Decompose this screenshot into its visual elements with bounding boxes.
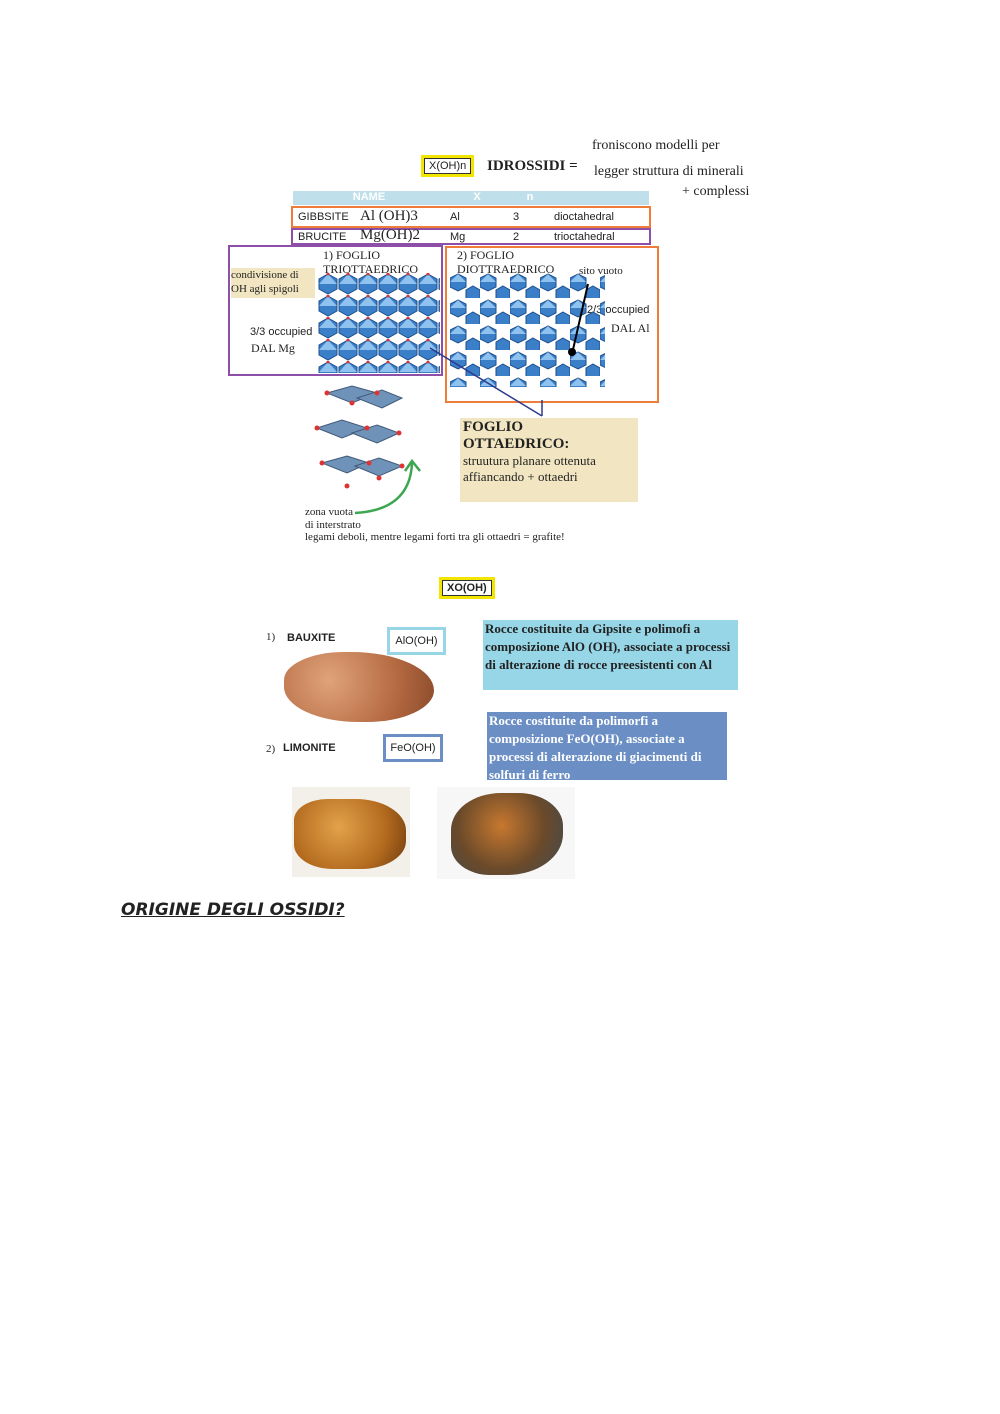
- sheet2-title-1: 2) FOGLIO: [457, 248, 514, 262]
- trioctahedral-sheet-box: [228, 245, 443, 376]
- table-row-brucite: [291, 228, 651, 245]
- brucite-type: trioctahedral: [554, 231, 615, 243]
- limonite-name: LIMONITE: [283, 742, 336, 754]
- octa-title2: OTTAEDRICO:: [463, 436, 570, 452]
- trioctahedral-structure-image: [318, 273, 440, 373]
- interlayer-line2: di interstrato: [305, 519, 361, 531]
- sheet1-occ-2: DAL Mg: [251, 341, 295, 355]
- interlayer-line3: legami deboli, mentre legami forti tra g…: [305, 531, 565, 543]
- octahedral-sheet-note: FOGLIO OTTAEDRICO: struutura planare ott…: [460, 418, 638, 502]
- sheet1-note: condivisione di OH agli spigoli: [231, 268, 315, 298]
- gibbsite-x: Al: [450, 211, 460, 223]
- note-right-1: froniscono modelli per: [592, 138, 720, 153]
- table-header: NAME X n: [293, 191, 649, 205]
- hydroxide-formula-box: X(OH)n: [421, 155, 475, 177]
- interlayer-line1: zona vuota: [305, 506, 353, 518]
- oxyhydroxide-formula: XO(OH): [442, 580, 492, 596]
- gibbsite-type: dioctahedral: [554, 211, 614, 223]
- sheet1-note-line2: OH agli spigoli: [231, 283, 299, 295]
- gibbsite-name: GIBBSITE: [298, 211, 349, 223]
- limonite-rock-image-2: [437, 787, 575, 879]
- oxyhydroxide-formula-box: XO(OH): [439, 577, 495, 599]
- sheet1-note-line1: condivisione di: [231, 269, 299, 281]
- limonite-formula: FeO(OH): [383, 734, 443, 762]
- dioctahedral-structure-image: [450, 272, 605, 387]
- col-n: n: [526, 191, 534, 203]
- sheet1-title-1: 1) FOGLIO: [323, 248, 380, 262]
- note-right-3: + complessi: [682, 184, 750, 199]
- col-x: X: [473, 191, 481, 203]
- green-arrow: [354, 458, 421, 515]
- dioctahedral-sheet-box: [445, 246, 659, 403]
- bauxite-rock-image: [284, 652, 434, 722]
- table-row-gibbsite: [291, 206, 651, 228]
- gibbsite-handwritten: Al (OH)3: [360, 208, 418, 224]
- section-title: ORIGINE DEGLI OSSIDI?: [121, 900, 345, 920]
- connector-lines: [429, 347, 543, 417]
- brucite-x: Mg: [450, 231, 466, 243]
- octa-line2: affiancando + ottaedri: [463, 469, 578, 484]
- bauxite-num: 1): [266, 631, 276, 643]
- hydroxides-title: IDROSSIDI =: [487, 158, 578, 174]
- gibbsite-n: 3: [513, 211, 520, 223]
- octa-line1: struutura planare ottenuta: [463, 453, 596, 468]
- bauxite-formula: AlO(OH): [387, 627, 446, 655]
- bauxite-name: BAUXITE: [287, 632, 336, 644]
- brucite-handwritten: Mg(OH)2: [360, 227, 420, 243]
- limonite-desc: Rocce costituite da polimorfi a composiz…: [487, 712, 727, 780]
- sheet1-title-2: TRIOTTAEDRICO: [323, 262, 419, 276]
- layered-structure-image: [314, 385, 405, 489]
- octa-title1: FOGLIO: [463, 419, 524, 435]
- hydroxide-formula: X(OH)n: [424, 158, 472, 174]
- sheet1-occ-1: 3/3 occupied: [250, 326, 313, 338]
- note-right-2: legger struttura di minerali: [594, 164, 744, 179]
- bauxite-desc: Rocce costituite da Gipsite e polimofi a…: [483, 620, 738, 690]
- brucite-n: 2: [513, 231, 520, 243]
- hydroxides-table: NAME X n: [293, 191, 649, 205]
- limonite-num: 2): [266, 743, 276, 755]
- brucite-name: BRUCITE: [298, 231, 347, 243]
- sheet2-occ-2: DAL Al: [611, 321, 650, 335]
- limonite-rock-image-1: [292, 787, 410, 877]
- col-name: NAME: [352, 191, 386, 203]
